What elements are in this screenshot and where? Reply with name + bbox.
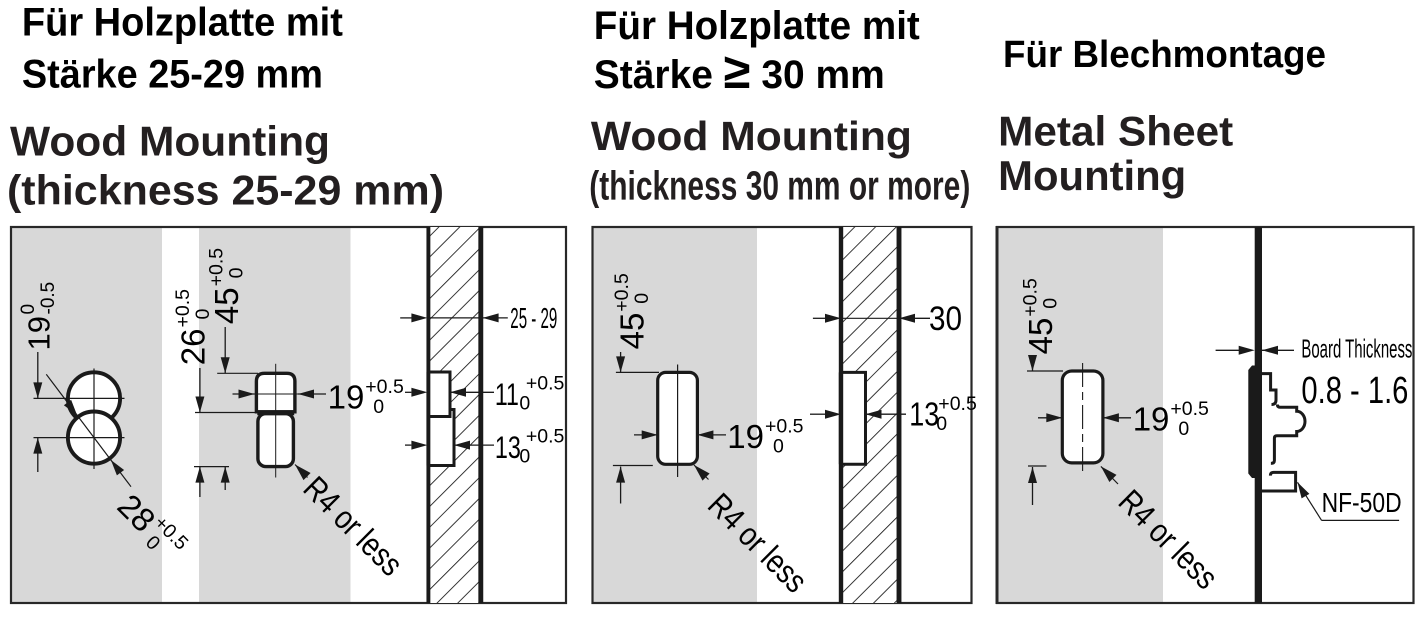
svg-text:0: 0 (773, 436, 784, 458)
svg-text:Für Holzplatte mit: Für Holzplatte mit (594, 4, 920, 48)
svg-text:-0.5: -0.5 (38, 282, 59, 315)
svg-text:45: 45 (1022, 318, 1059, 355)
svg-text:Board Thickness: Board Thickness (1301, 334, 1412, 364)
svg-text:19: 19 (22, 316, 57, 350)
svg-text:+0.5: +0.5 (172, 289, 194, 328)
svg-text:0.8 - 1.6: 0.8 - 1.6 (1301, 370, 1408, 412)
svg-text:19: 19 (1133, 401, 1170, 438)
svg-text:Wood Mounting: Wood Mounting (10, 118, 330, 165)
svg-text:+0.5: +0.5 (611, 273, 633, 312)
svg-text:Wood Mounting: Wood Mounting (591, 113, 912, 159)
svg-text:0: 0 (631, 293, 653, 304)
svg-text:0: 0 (519, 393, 530, 415)
svg-text:+0.5: +0.5 (365, 376, 404, 398)
svg-text:0: 0 (936, 413, 947, 435)
svg-text:Mounting: Mounting (998, 152, 1186, 199)
svg-text:45: 45 (614, 313, 651, 350)
svg-text:45: 45 (208, 287, 245, 324)
svg-text:Metal Sheet: Metal Sheet (998, 108, 1233, 155)
svg-text:(thickness 30 mm or more): (thickness 30 mm or more) (589, 163, 970, 209)
svg-text:19: 19 (727, 418, 764, 455)
svg-text:+0.5: +0.5 (205, 248, 227, 287)
svg-text:25 - 29: 25 - 29 (510, 303, 557, 335)
svg-text:19: 19 (328, 378, 365, 415)
svg-text:Stärke ≥ 30 mm: Stärke ≥ 30 mm (594, 43, 885, 99)
svg-text:+0.5: +0.5 (765, 416, 804, 438)
svg-text:0: 0 (373, 396, 384, 418)
svg-text:Stärke 25-29 mm: Stärke 25-29 mm (22, 53, 323, 97)
svg-text:0: 0 (18, 304, 39, 315)
svg-text:0: 0 (225, 267, 247, 278)
svg-text:11: 11 (495, 376, 519, 412)
svg-text:0: 0 (1039, 298, 1061, 309)
svg-text:+0.5: +0.5 (526, 425, 565, 447)
svg-text:30: 30 (929, 300, 962, 338)
svg-text:0: 0 (192, 309, 214, 320)
svg-text:13: 13 (495, 429, 521, 465)
svg-text:Für Holzplatte mit: Für Holzplatte mit (22, 1, 343, 45)
svg-text:NF-50D: NF-50D (1322, 487, 1402, 518)
svg-text:13: 13 (909, 396, 939, 433)
svg-text:0: 0 (519, 445, 530, 467)
svg-text:+0.5: +0.5 (938, 393, 977, 415)
svg-text:+0.5: +0.5 (1019, 278, 1041, 317)
svg-text:+0.5: +0.5 (526, 373, 565, 395)
svg-text:Für Blechmontage: Für Blechmontage (1003, 34, 1326, 76)
svg-text:+0.5: +0.5 (1170, 398, 1209, 420)
svg-text:0: 0 (1178, 418, 1189, 440)
svg-text:(thickness 25-29 mm): (thickness 25-29 mm) (7, 166, 444, 213)
svg-text:26: 26 (175, 328, 212, 365)
